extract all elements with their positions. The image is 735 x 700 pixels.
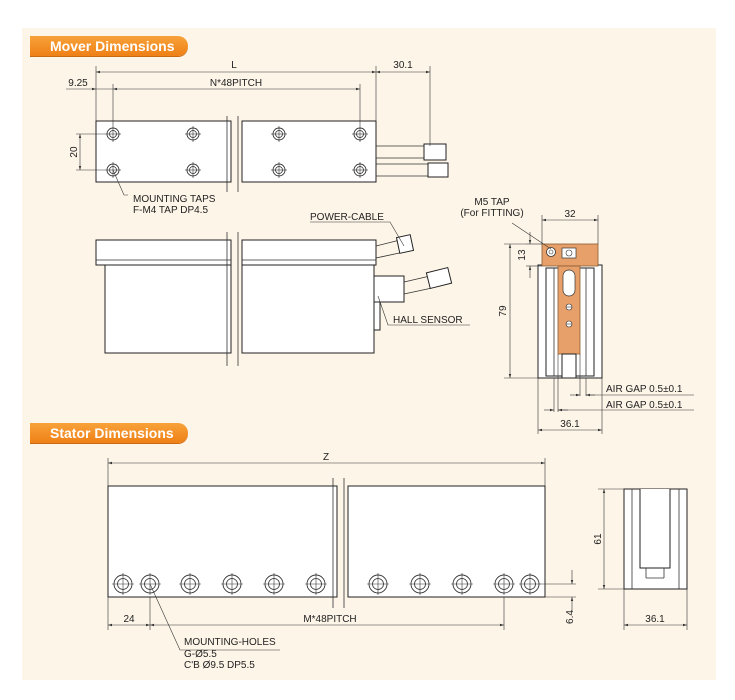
mover-top-view [95, 116, 449, 192]
air-gap-label-1: AIR GAP 0.5±0.1 [606, 384, 683, 395]
dim-label-30-1: 30.1 [393, 60, 413, 71]
mover-dimensions-top: L 30.1 9.25 N*48PITCH 20 MOUNTING TAPS F… [66, 60, 431, 216]
dim-label-9-25: 9.25 [68, 78, 88, 89]
dim-label-L: L [231, 60, 237, 71]
mounting-taps-spec: F-M4 TAP DP4.5 [133, 205, 208, 216]
stator-front-view [107, 478, 546, 608]
dim-label-Z: Z [323, 452, 329, 463]
dim-label-6-4: 6.4 [565, 610, 576, 624]
stator-dimensions: Z 24 M*48PITCH 6.4 MOUNTING-HOLES G-Ø5.5… [107, 452, 576, 671]
mounting-holes-spec-1: G-Ø5.5 [184, 649, 217, 660]
dim-label-m-pitch: M*48PITCH [303, 614, 356, 625]
m5-tap-label: M5 TAP [474, 197, 510, 208]
mounting-holes-label: MOUNTING-HOLES [184, 637, 276, 648]
stator-dimensions-title: Stator Dimensions [30, 423, 188, 443]
stator-end-view: 61 36.1 [593, 488, 688, 630]
dim-label-24: 24 [123, 614, 135, 625]
mover-end-view: 32 13 79 AIR GAP 0.5±0.1 AIR GAP 0.5±0.1 [460, 197, 694, 434]
air-gap-label-2: AIR GAP 0.5±0.1 [606, 400, 683, 411]
mounting-taps-label: MOUNTING TAPS [133, 194, 216, 205]
dim-label-36-1-stator: 36.1 [645, 614, 665, 625]
dim-label-36-1-mover: 36.1 [560, 419, 580, 430]
mover-side-view: POWER-CABLE HALL SENSOR [95, 212, 470, 366]
m5-tap-note: (For FITTING) [460, 208, 523, 219]
dim-label-79: 79 [498, 305, 509, 317]
hall-sensor-label: HALL SENSOR [393, 315, 463, 326]
mover-dimensions-title: Mover Dimensions [30, 36, 189, 56]
power-cable-label: POWER-CABLE [310, 212, 384, 223]
dim-label-20: 20 [69, 146, 80, 158]
dim-label-32: 32 [564, 209, 576, 220]
dim-label-13: 13 [517, 249, 528, 261]
dim-label-61: 61 [593, 533, 604, 545]
dim-label-n-pitch: N*48PITCH [210, 78, 262, 89]
mounting-holes-spec-2: C'B Ø9.5 DP5.5 [184, 660, 255, 671]
